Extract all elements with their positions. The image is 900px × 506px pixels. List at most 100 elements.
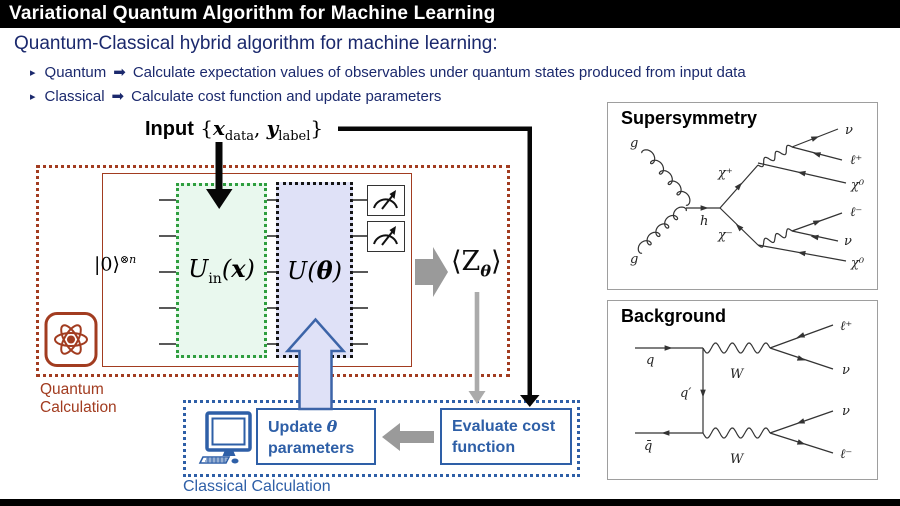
- neutralino-label: χ⁰: [850, 256, 865, 271]
- title-bar: Variational Quantum Algorithm for Machin…: [0, 0, 900, 28]
- quark-prime-label: q′: [680, 386, 691, 401]
- atom-nucleus: [67, 335, 75, 344]
- brace-open: {: [193, 116, 213, 140]
- supersymmetry-panel: Supersymmetry g g h χ⁺ χ⁻ ν ℓ⁺: [607, 102, 878, 290]
- chargino-minus-label: χ⁻: [717, 228, 733, 243]
- bullet-term: Quantum: [44, 64, 107, 81]
- arrow: [700, 205, 709, 211]
- lepton-plus-label: ℓ⁺: [840, 319, 852, 334]
- arrow: [797, 250, 806, 257]
- gluon-line-top: [641, 149, 691, 206]
- paren-open: (: [307, 256, 317, 285]
- classical-calculation-label: Classical Calculation: [183, 478, 331, 495]
- gauge-arc: [373, 234, 398, 245]
- theta-arg: θ: [316, 255, 333, 285]
- atom-icon: [44, 311, 98, 368]
- supersymmetry-title: Supersymmetry: [621, 108, 758, 128]
- bullet-text: Calculate expectation values of observab…: [132, 64, 746, 81]
- w-wavy-bottom: [757, 228, 793, 248]
- quantum-label-line1: Quantum: [40, 381, 104, 398]
- background-feynman-diagram: q q′ q̄ W W ℓ⁺ ν ν ℓ⁻: [635, 319, 852, 467]
- paren-close: ): [332, 256, 342, 285]
- background-panel: Background q q′ q̄ W W ℓ⁺ ν ν ℓ⁻: [607, 300, 878, 480]
- evaluate-cost-box: Evaluate cost function: [440, 408, 572, 465]
- gluon-label-top: g: [630, 136, 638, 151]
- gluon-label-bottom: g: [630, 252, 638, 267]
- in-subscript: in: [208, 270, 222, 287]
- u-symbol: U: [287, 256, 308, 285]
- monitor-screen: [211, 417, 246, 446]
- bullet-item-classical: ▸Classical➡Calculate cost function and u…: [30, 87, 746, 105]
- classical-calculation-box: [183, 400, 580, 477]
- arrow: [661, 430, 670, 436]
- arrow: [796, 355, 806, 361]
- utheta-gate-label: U(θ): [287, 256, 342, 285]
- evaluate-line1: Evaluate cost: [452, 418, 556, 435]
- uin-gate-box: Uin(x): [176, 183, 267, 358]
- neutrino-label: ν: [845, 123, 853, 138]
- z-observable: Z: [461, 246, 481, 277]
- arrow: [664, 345, 673, 351]
- uin-gate-label: Uin(x): [188, 254, 255, 287]
- arrow: [796, 439, 806, 445]
- quantum-calculation-label: Quantum Calculation: [40, 381, 117, 417]
- lepton-minus-label: ℓ⁻: [850, 205, 862, 220]
- w-boson-label-top: W: [730, 367, 745, 382]
- intro-heading: Quantum-Classical hybrid algorithm for m…: [14, 33, 498, 54]
- brace-close: }: [310, 116, 324, 140]
- arrow: [810, 234, 819, 241]
- input-expression: {xdata, ylabel}: [193, 116, 324, 144]
- input-label: Input {xdata, ylabel}: [145, 116, 323, 144]
- neutrino-label: ν: [842, 363, 850, 378]
- bullet-list: ▸ Quantum ➡ Calculate expectation values of…: [30, 63, 746, 111]
- update-line2: parameters: [268, 440, 355, 457]
- update-parameters-box: Update θ parameters: [256, 408, 376, 465]
- evaluate-line2: function: [452, 439, 516, 456]
- mouse: [231, 458, 239, 464]
- utheta-gate-box: U(θ): [276, 182, 353, 358]
- top-decay-lines: [757, 128, 847, 184]
- quark-label: q: [646, 353, 654, 368]
- triangle-bullet-icon: ▸: [30, 91, 36, 103]
- arrow: [812, 220, 822, 226]
- gauge-needle-tip: [389, 226, 396, 235]
- w-wavy-bottom: [702, 427, 771, 439]
- measurement-gauge-icon: [367, 221, 405, 252]
- measurement-gauge-icon: [367, 185, 405, 216]
- gauge-needle: [381, 230, 394, 246]
- neutrino-label: ν: [842, 404, 850, 419]
- higgs-label: h: [700, 214, 708, 229]
- x-subscript: data: [224, 129, 254, 144]
- y-label-symbol: y: [266, 116, 279, 140]
- antiquark-label: q̄: [644, 439, 652, 454]
- arrow: [734, 182, 742, 191]
- lepton-plus-label: ℓ⁺: [850, 153, 862, 168]
- quantum-label-line2: Calculation: [40, 399, 117, 416]
- quantum-calculation-box: [36, 165, 510, 377]
- arrow: [735, 223, 744, 232]
- arrow: [796, 332, 806, 338]
- gauge-needle-tip: [389, 190, 396, 199]
- bottom-bar: [0, 499, 900, 506]
- right-arrow-icon: ➡: [113, 64, 126, 81]
- w-boson-label-bottom: W: [730, 452, 745, 467]
- comma: ,: [253, 116, 267, 140]
- arrow: [797, 170, 806, 177]
- bullet-text: Calculate cost function and update param…: [131, 88, 442, 105]
- tensor-power: ⊗n: [119, 253, 137, 266]
- y-subscript: label: [278, 129, 311, 144]
- u-symbol: U: [188, 255, 209, 284]
- background-title: Background: [621, 306, 727, 326]
- w-wavy-top: [702, 342, 771, 354]
- arrow: [796, 418, 806, 424]
- expectation-value-label: ⟨Zθ⟩: [451, 246, 502, 280]
- arrow: [812, 152, 821, 158]
- monitor-stand: [222, 450, 236, 456]
- computer-icon: [196, 411, 252, 465]
- arrow: [810, 136, 820, 142]
- input-word: Input: [145, 118, 194, 140]
- paren-open: (: [221, 255, 232, 284]
- angle-close: ⟩: [490, 246, 502, 277]
- page-title: Variational Quantum Algorithm for Machin…: [9, 3, 496, 24]
